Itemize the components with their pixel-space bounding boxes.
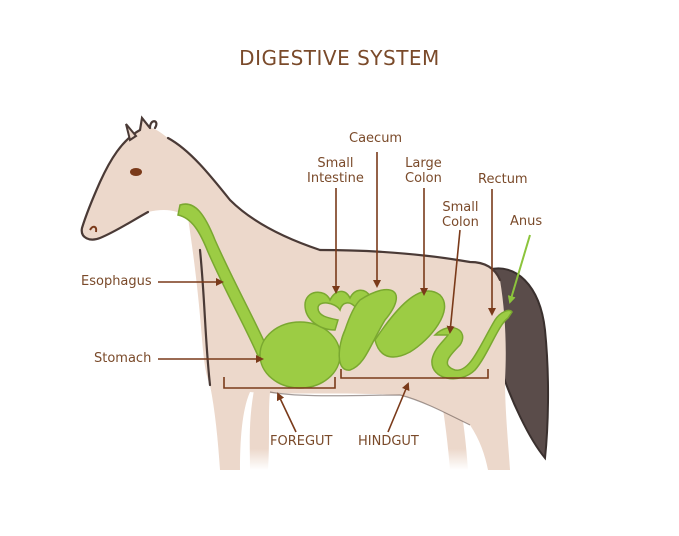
label-small-intestine: Small Intestine xyxy=(307,156,364,186)
label-anus: Anus xyxy=(510,214,543,229)
label-rectum: Rectum xyxy=(478,172,528,187)
label-large-colon: Large Colon xyxy=(405,156,442,186)
label-stomach: Stomach xyxy=(94,351,152,366)
anus-arrow xyxy=(507,234,531,304)
stomach-shape xyxy=(259,321,341,389)
hindgut-arrow xyxy=(387,382,410,433)
label-esophagus: Esophagus xyxy=(81,274,152,289)
label-arrows xyxy=(158,152,496,433)
small-colon-tube xyxy=(431,309,513,380)
foregut-arrow xyxy=(276,392,297,433)
small-colon-arrow xyxy=(446,229,461,334)
label-foregut: FOREGUT xyxy=(270,434,333,449)
horse-eye xyxy=(130,168,142,176)
label-hindgut: HINDGUT xyxy=(358,434,419,449)
hindgut-bracket xyxy=(340,369,489,379)
horse-ear xyxy=(125,123,138,142)
horse-outline xyxy=(80,115,502,387)
horse-belly-outline xyxy=(269,391,471,426)
caecum-shape xyxy=(338,289,398,371)
digestive-tract xyxy=(177,203,513,389)
large-colon-shape xyxy=(374,290,446,358)
diagram-title: DIGESTIVE SYSTEM xyxy=(239,46,440,70)
label-small-colon: Small Colon xyxy=(442,200,479,230)
foregut-bracket xyxy=(223,377,336,389)
horse-nostril xyxy=(89,225,98,233)
label-caecum: Caecum xyxy=(349,131,403,146)
